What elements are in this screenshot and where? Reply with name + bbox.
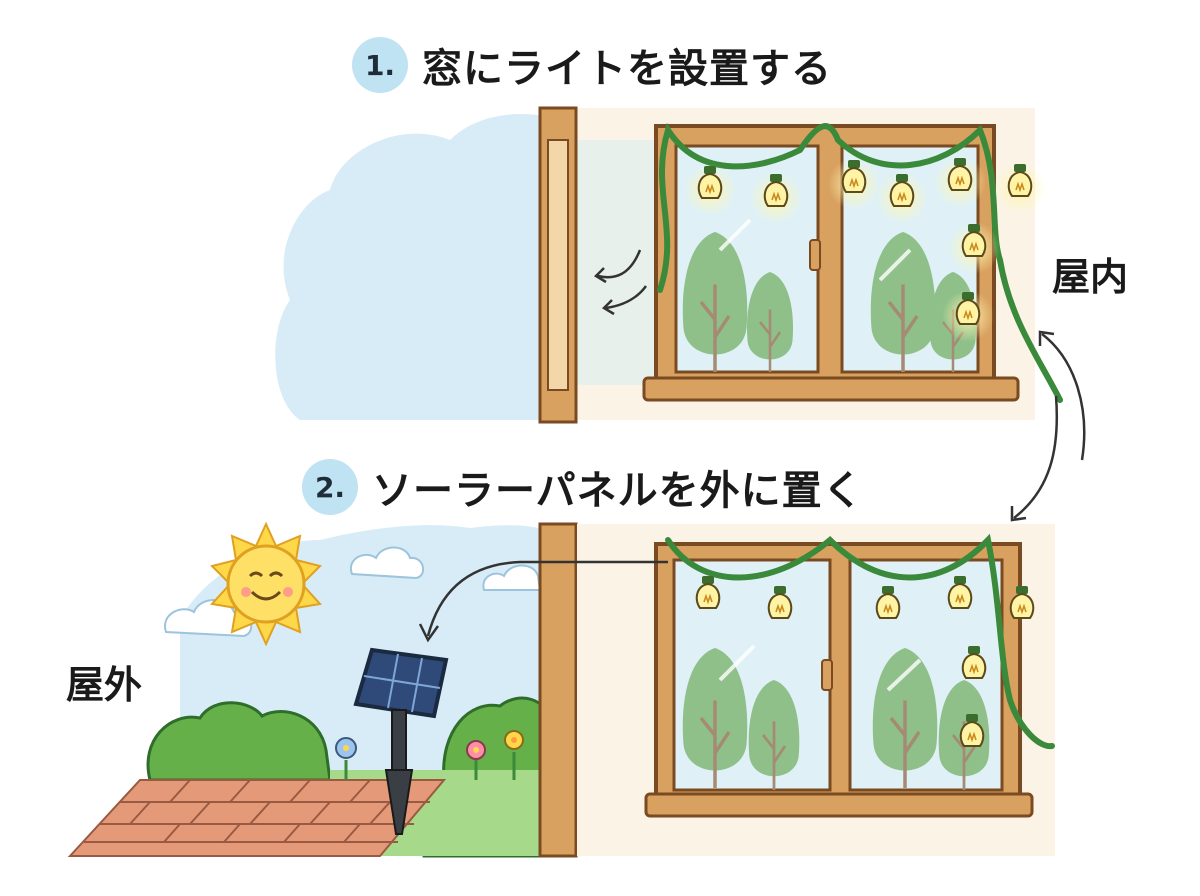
outdoor-sky-top bbox=[275, 114, 560, 421]
indoor-label: 屋内 bbox=[1052, 255, 1129, 299]
solar-panel-icon bbox=[353, 647, 449, 835]
step-2-title: ソーラーパネルを外に置く bbox=[372, 468, 864, 514]
step-1-title: 窓にライトを設置する bbox=[422, 46, 832, 92]
light-wire-top bbox=[657, 122, 1063, 403]
bulbs-top bbox=[684, 156, 1046, 342]
outdoor-label: 屋外 bbox=[66, 663, 143, 707]
flower-icons bbox=[335, 730, 524, 780]
cable-to-solar-arrow bbox=[426, 560, 668, 637]
step-2-number: 2. bbox=[302, 459, 358, 515]
bottom-scene bbox=[67, 521, 1055, 858]
wall-post-bottom bbox=[538, 522, 578, 858]
step-2-heading: 2. ソーラーパネルを外に置く bbox=[302, 458, 864, 516]
arrow-out-top bbox=[597, 249, 642, 279]
step-1-heading: 1. 窓にライトを設置する bbox=[352, 36, 832, 94]
step-1-number: 1. bbox=[352, 37, 408, 93]
connector-arrow-down bbox=[1013, 395, 1059, 519]
light-wire-bottom bbox=[665, 533, 1055, 750]
top-scene bbox=[275, 106, 1063, 424]
connector-arrow-up bbox=[1041, 333, 1086, 461]
brick-path bbox=[67, 779, 447, 857]
sun-icon bbox=[210, 521, 322, 647]
